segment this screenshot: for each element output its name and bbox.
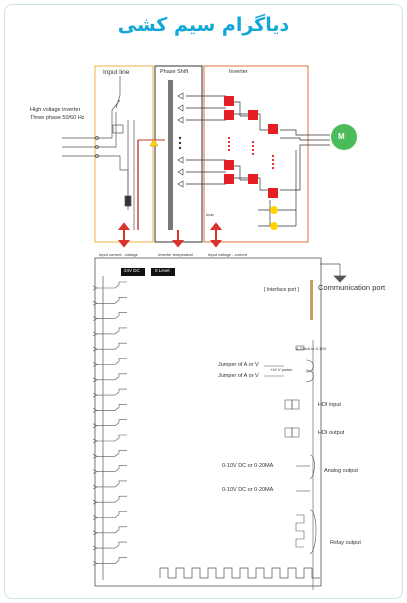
analog-output-label: Analog output — [324, 468, 358, 474]
terminal-stub — [97, 373, 127, 381]
terminal-stub — [97, 434, 127, 442]
interface-port-strip — [310, 280, 313, 320]
terminal-tab — [92, 316, 98, 321]
terminal-stub — [97, 312, 127, 319]
terminal-tab — [92, 392, 98, 398]
input-voltage-label: Input voltage - current — [208, 252, 247, 257]
terminal-tab — [92, 377, 98, 383]
level-label-box — [151, 268, 175, 276]
neutral-node-2 — [270, 222, 278, 230]
terminal-tab — [92, 484, 98, 490]
terminal-stub — [97, 465, 127, 472]
motor-icon — [331, 124, 357, 150]
dc-label-box — [121, 268, 145, 276]
terminal-stub — [97, 327, 127, 335]
input-line-box — [94, 65, 154, 243]
terminal-stub — [97, 419, 127, 426]
terminal-stub — [97, 281, 127, 289]
bottom-relay-loop — [159, 567, 320, 579]
interface-port-label: [ Interface port ] — [264, 287, 300, 293]
inverter-temp-label: Inverter temperaturi — [158, 252, 193, 257]
jumper-label-1: Jumper of A or V — [218, 362, 259, 368]
inverter-label: Inverter — [229, 69, 248, 75]
power-cells — [224, 96, 278, 198]
comm-wire — [320, 263, 347, 283]
hv-label-2: Three phase 50/60 Hz — [30, 115, 85, 121]
input-wires — [62, 76, 135, 230]
current-range-label: 4-20mA or 0-10V — [296, 346, 327, 351]
terminal-stub — [97, 511, 127, 518]
terminal-stub — [97, 342, 127, 350]
signal-arrows — [117, 222, 223, 248]
terminal-tab — [92, 362, 98, 367]
terminal-stub — [97, 557, 127, 564]
analog-range-1: 0-10V DC or 0-20MA — [222, 463, 274, 469]
terminal-stub — [97, 388, 127, 396]
terminal-stub — [97, 404, 127, 411]
terminal-stub — [97, 358, 127, 365]
input-current-label: Input current - voltage — [99, 252, 138, 257]
terminal-tab — [92, 499, 98, 505]
cell-dots — [227, 136, 275, 170]
page-title: دیاگرام سیم کشی — [117, 14, 290, 36]
terminal-tab — [92, 530, 98, 536]
terminal-block — [92, 281, 127, 566]
terminal-tab — [92, 469, 98, 474]
hv-label-1: High voltage inverter — [30, 107, 81, 113]
terminal-tab — [92, 408, 98, 413]
terminal-tab — [92, 331, 98, 337]
terminal-tab — [92, 561, 98, 566]
terminal-stub — [97, 450, 127, 457]
power-label: +10 V power — [270, 367, 293, 372]
control-board-box — [94, 257, 322, 587]
terminal-tab — [92, 438, 98, 444]
relay-output-label: Relay output — [330, 540, 361, 546]
inverter-wiring — [186, 95, 330, 227]
communication-port-label: Communication port — [318, 283, 386, 292]
phase-shift-label: Phase Shift — [160, 69, 189, 75]
terminal-tab — [92, 423, 98, 428]
jumper-label-2: Jumper of A or V — [218, 373, 259, 379]
neutral-node-1 — [270, 206, 278, 214]
right-io-wiring — [264, 340, 317, 590]
terminal-stub — [97, 480, 127, 488]
input-line-label: Input line — [103, 69, 130, 76]
terminal-tab — [92, 346, 98, 352]
terminal-tab — [92, 515, 98, 520]
terminal-tab — [92, 301, 98, 306]
inverter-box — [203, 65, 309, 243]
analog-range-2: 0-10V DC or 0-20MA — [222, 487, 274, 493]
inverter-small-label: Indo — [206, 212, 214, 217]
motor-label: M — [338, 132, 345, 141]
terminal-tab — [92, 454, 98, 459]
terminal-tab — [92, 545, 98, 551]
hdi-input-label: HDI input — [318, 402, 341, 408]
terminal-stub — [97, 541, 127, 549]
phase-shift-windings — [177, 92, 184, 188]
hdi-output-label: HDI output — [318, 430, 345, 436]
terminal-stub — [97, 526, 127, 534]
terminal-stub — [97, 495, 127, 503]
terminal-tab — [92, 285, 98, 291]
dc-label: 24V DC — [124, 268, 140, 273]
warning-icon — [149, 138, 159, 147]
level-label: 0 Level — [155, 268, 170, 273]
phase-shift-core — [168, 80, 173, 230]
phase-shift-box — [154, 65, 203, 243]
terminal-stub — [97, 297, 127, 304]
